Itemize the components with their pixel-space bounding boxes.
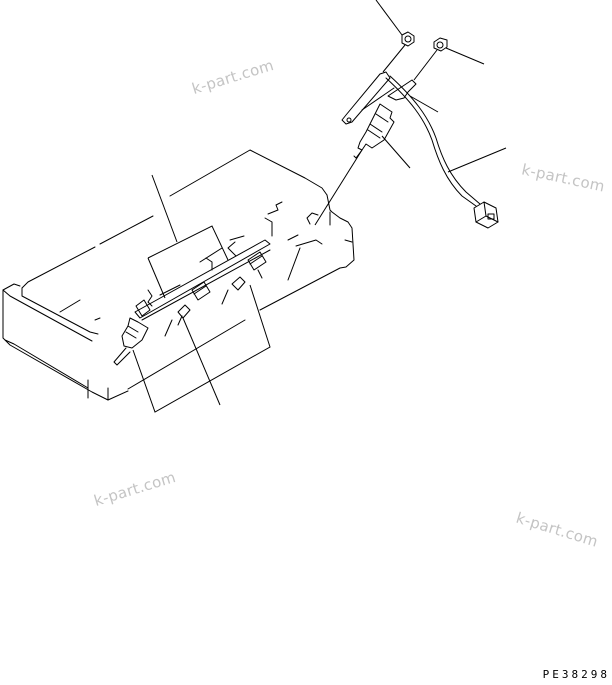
cylinder-head [2, 149, 355, 401]
installed-glow-plug-3 [221, 251, 267, 305]
glow-plug [353, 103, 411, 169]
installed-glow-plug-2 [164, 281, 211, 337]
connector [473, 201, 499, 229]
leader-lines-head [132, 149, 363, 413]
installed-glow-plug-1 [113, 299, 151, 366]
connecting-plate [341, 71, 439, 125]
nut-1 [375, 0, 415, 73]
drawing-code: PE38298 [542, 668, 610, 681]
nut-2 [413, 37, 485, 81]
wire-harness [385, 75, 507, 229]
bus-bar-on-head [134, 239, 271, 321]
